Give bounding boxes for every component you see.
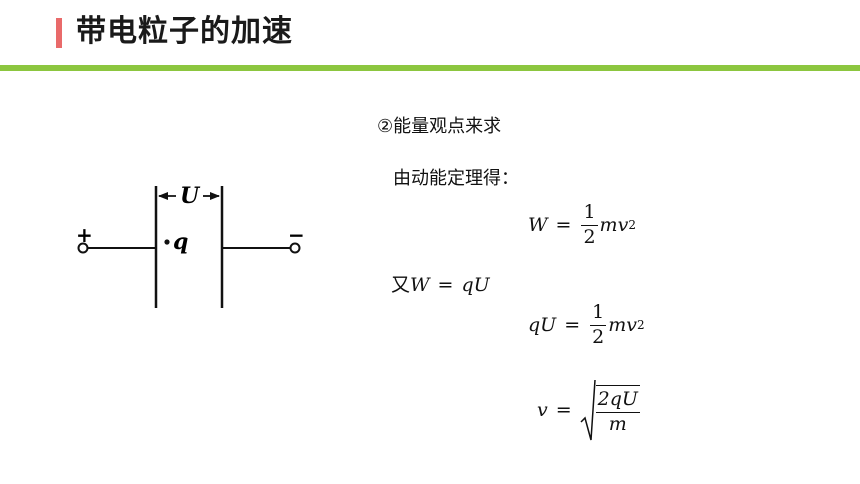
eq1-exponent: 2 — [628, 218, 636, 233]
plus-sign: + — [76, 223, 93, 247]
eq1-rhs: mv — [599, 214, 629, 237]
voltage-arrowhead-left — [158, 192, 168, 200]
eq1-numerator: 1 — [581, 201, 598, 226]
eq2-rhs: mv — [608, 314, 637, 337]
velocity-equation: v = 2qU m — [537, 378, 642, 442]
capacitor-diagram: + − U q — [76, 183, 305, 308]
eq1-half-fraction: 1 2 — [581, 201, 598, 249]
intro-text: 由动能定理得： — [393, 168, 519, 189]
charge-dot — [164, 239, 170, 245]
eq-also-equals: = — [437, 274, 454, 296]
eq3-equals: = — [555, 399, 572, 421]
eq3-fraction: 2qU m — [595, 384, 640, 436]
voltage-arrowhead-right — [210, 192, 220, 200]
negative-terminal — [289, 242, 301, 254]
minus-sign: − — [288, 223, 305, 247]
eq2-lhs: qU — [528, 314, 557, 337]
slide-title: 带电粒子的加速 — [76, 14, 293, 49]
title-accent-bar — [56, 18, 62, 48]
eq3-lhs: v — [537, 399, 548, 421]
work-voltage-line: 又W = qU — [391, 270, 490, 297]
radical-sign — [580, 379, 596, 441]
eq3-numerator: 2qU — [595, 388, 640, 413]
voltage-label: U — [180, 183, 201, 209]
eq1-denominator: 2 — [583, 225, 596, 248]
eq2-denominator: 2 — [592, 325, 605, 348]
title-underline — [0, 65, 860, 71]
step-heading: ②能量观点来求 — [377, 116, 502, 137]
eq1-equals: = — [555, 214, 572, 237]
eq-also-lhs: W — [410, 274, 430, 296]
charge-label: q — [173, 229, 188, 255]
eq2-half-fraction: 1 2 — [590, 301, 607, 349]
eq3-denominator: m — [608, 412, 627, 435]
positive-terminal — [77, 242, 89, 254]
eq2-equals: = — [564, 314, 581, 337]
eq2-exponent: 2 — [636, 318, 645, 333]
eq1-lhs: W — [528, 214, 548, 237]
eq-also-rhs: qU — [461, 274, 490, 296]
eq2-numerator: 1 — [590, 301, 607, 326]
square-root: 2qU m — [580, 378, 642, 442]
also-prefix: 又 — [391, 274, 411, 296]
